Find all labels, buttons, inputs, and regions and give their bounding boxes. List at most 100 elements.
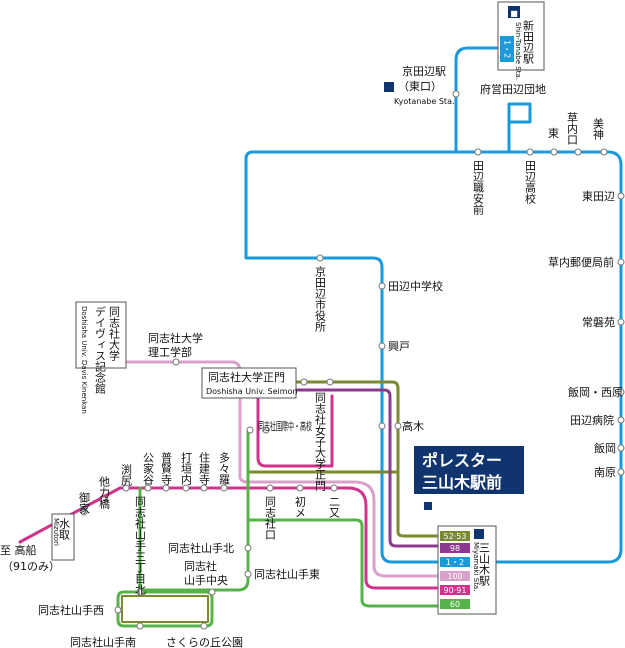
- stop-mizutori: 水取: [58, 518, 71, 541]
- destination-box: ポレスター 三山木駅前: [414, 446, 524, 510]
- stop-fugenji: 普賢寺: [160, 451, 173, 485]
- stop-tanabe-chu: 田辺中学校: [388, 279, 443, 293]
- miyamaki-en: Miyamaki Sta.: [472, 542, 480, 591]
- stop-dot: [378, 282, 386, 290]
- mizutori-box: 水取 Mizutori: [51, 513, 75, 561]
- stop-dot: [244, 570, 252, 578]
- shintanabe-pill: 1・2: [503, 40, 512, 58]
- stop-dot: [378, 422, 386, 430]
- stop-higashi: 東: [548, 127, 559, 140]
- route-pink-line: [94, 360, 440, 578]
- stop-yamate-chuo1: 同志社: [184, 559, 217, 573]
- stop-kusauchiguchi: 草内口: [566, 112, 579, 145]
- shintanabe-station: ■ 新田辺駅 Shin-Tanabe Sta. 1・2: [497, 1, 545, 80]
- stop-kuyadani: 公家谷: [142, 452, 155, 486]
- stop-yamate-nishi: 同志社山手西: [38, 603, 104, 617]
- stop-dot: [208, 588, 216, 596]
- route-badge: 52·53: [444, 532, 467, 541]
- stop-dot: [182, 484, 190, 492]
- stop-shiyakusho: 京田辺市役所: [314, 265, 327, 333]
- stop-tanabe-koko: 田辺高校: [524, 160, 537, 205]
- stop-dot: [617, 318, 625, 326]
- route-green-line: [138, 428, 250, 592]
- stop-dot: [114, 606, 122, 614]
- stop-yamate-chuo2: 山手中央: [184, 573, 228, 587]
- stop-dot: [172, 358, 180, 366]
- stop-dot: [296, 484, 304, 492]
- kyotanabe-station: 京田辺駅 （東口） Kyotanabe Sta.: [384, 64, 455, 106]
- stop-dot: [617, 388, 625, 396]
- stop-davis-en: Doshisha Univ. Davis Kinenkan: [80, 306, 88, 414]
- stop-rikogaku1: 同志社大学: [148, 331, 203, 345]
- route-badge: 90·91: [444, 586, 467, 595]
- stop-yamate-sannome: 同志社山手三丁目北: [134, 496, 147, 595]
- stop-dot: [246, 426, 254, 434]
- stop-dot: [162, 484, 170, 492]
- stop-dot: [100, 496, 108, 504]
- stop-dot: [617, 258, 625, 266]
- stop-dot: [80, 508, 88, 516]
- stop-dot: [600, 148, 608, 156]
- stop-dot: [550, 148, 558, 156]
- stop-tachikarabashi: 他力橋: [98, 476, 111, 510]
- stop-joshi: 同志社女子大学正門: [314, 392, 327, 492]
- train-icon: [508, 6, 520, 18]
- route-blue-spur: [507, 102, 532, 154]
- stop-dot: [144, 484, 152, 492]
- stop-dot: [262, 426, 270, 434]
- route-magenta-line: [18, 486, 440, 590]
- stop-kouto: 興戸: [388, 340, 410, 353]
- route-olive-loop: [121, 595, 209, 623]
- route-badge: 60: [450, 600, 460, 609]
- stop-dot: [220, 484, 228, 492]
- stop-hatsume: 初メ: [294, 495, 307, 518]
- route-green-line2: [246, 518, 440, 608]
- stop-kanbi: 美神: [592, 118, 605, 141]
- takafune-label: 至 高船: [0, 543, 37, 557]
- stop-yamate-kita: 同志社山手北: [168, 541, 234, 555]
- stop-dot: [574, 148, 582, 156]
- stop-kusauchi-yubin: 草内郵便局前: [548, 255, 614, 269]
- stop-dot: [300, 378, 308, 386]
- stop-dot: [316, 254, 324, 262]
- route-badge: 98: [450, 544, 460, 553]
- route-badge: 1・2: [446, 558, 464, 567]
- train-icon: [384, 82, 394, 92]
- stop-takara: 多々羅: [218, 451, 231, 486]
- stop-higashitanabe: 東田辺: [582, 190, 615, 203]
- stop-dot: [617, 416, 625, 424]
- miyamaki-station: 52·53 98 1・2 100 90·91 60 三山木駅 Miyamaki …: [437, 525, 497, 615]
- seimon-box: 同志社大学正門 Doshisha Univ. Seimon: [201, 367, 298, 399]
- stop-dot: [136, 622, 144, 630]
- stop-sumiyoshi: 住建寺: [198, 451, 211, 485]
- stop-seimon: 同志社大学正門: [208, 370, 285, 384]
- stop-dot: [617, 192, 625, 200]
- stop-takagi: 高木: [402, 419, 424, 433]
- takafune-note: （91のみ）: [2, 560, 60, 573]
- shintanabe-name: 新田辺駅: [522, 19, 535, 65]
- route-badge: 100: [447, 572, 462, 581]
- stop-dot: [326, 378, 334, 386]
- stop-dot: [526, 148, 534, 156]
- stop-jobanen: 常磐苑: [582, 315, 615, 329]
- stop-dot: [474, 148, 482, 156]
- stop-dot: [330, 484, 338, 492]
- stop-futamata: 二又: [328, 496, 341, 518]
- kyotanabe-name1: 京田辺駅: [402, 64, 446, 78]
- stop-yamate-higashi: 同志社山手東: [254, 567, 320, 581]
- davis-box: 同志社大学 デイヴィス記念館 Doshisha Univ. Davis Kine…: [75, 301, 127, 414]
- stop-mizutori-en: Mizutori: [52, 518, 60, 546]
- stop-dots: [80, 90, 625, 630]
- stop-yamate-minami: 同志社山手南: [70, 635, 136, 648]
- stop-dot: [136, 588, 144, 596]
- stop-dot: [617, 444, 625, 452]
- route-blue-line: [244, 46, 623, 564]
- train-icon-glyph: ■: [510, 9, 518, 18]
- stop-davis1: 同志社大学: [108, 306, 121, 361]
- stop-dot: [122, 484, 130, 492]
- stop-kokusai: 同志社国際中・高校: [258, 419, 312, 433]
- route-olive-line: [248, 370, 440, 538]
- stop-tanabe-byoin: 田辺病院: [570, 413, 614, 427]
